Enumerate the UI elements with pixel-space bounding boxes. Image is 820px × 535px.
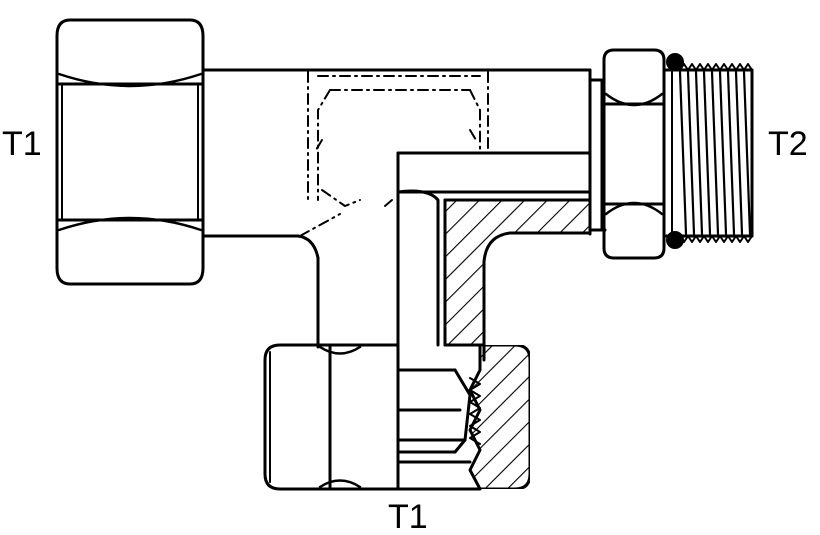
threaded-stud: [662, 63, 754, 243]
port-label-right: T2: [768, 125, 808, 163]
o-ring-bottom: [666, 231, 684, 249]
o-ring-top: [666, 53, 684, 71]
right-hex: [602, 48, 666, 260]
hatched-section: [443, 198, 592, 347]
left-union-nut: [55, 18, 205, 286]
bottom-nut-section: [396, 343, 530, 491]
body-outline: [201, 68, 607, 349]
port-label-left: T1: [2, 125, 42, 163]
bottom-union-nut-left: [263, 343, 400, 491]
hidden-bore-lines: [299, 71, 489, 237]
port-label-bottom: T1: [388, 498, 428, 535]
